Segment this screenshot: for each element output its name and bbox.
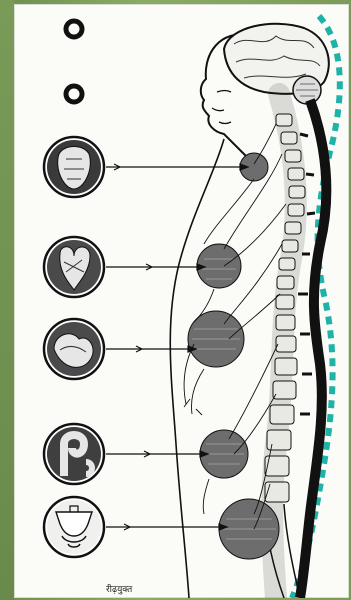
illustration-panel: रीढ़युक्त bbox=[14, 4, 349, 598]
heart-roundel-icon bbox=[44, 237, 104, 297]
ring-top-icon bbox=[66, 21, 82, 37]
stomach-roundel-icon bbox=[44, 319, 104, 379]
thyroid-roundel-icon bbox=[44, 137, 104, 197]
front-body-line bbox=[170, 139, 224, 598]
ring-second-icon bbox=[66, 86, 82, 102]
left-border bbox=[0, 0, 14, 600]
pelvis-roundel-icon bbox=[44, 497, 104, 557]
intestine-roundel-icon bbox=[44, 424, 104, 484]
nervous-system-illustration bbox=[14, 4, 349, 598]
illustration-caption: रीढ़युक्त bbox=[106, 582, 132, 595]
